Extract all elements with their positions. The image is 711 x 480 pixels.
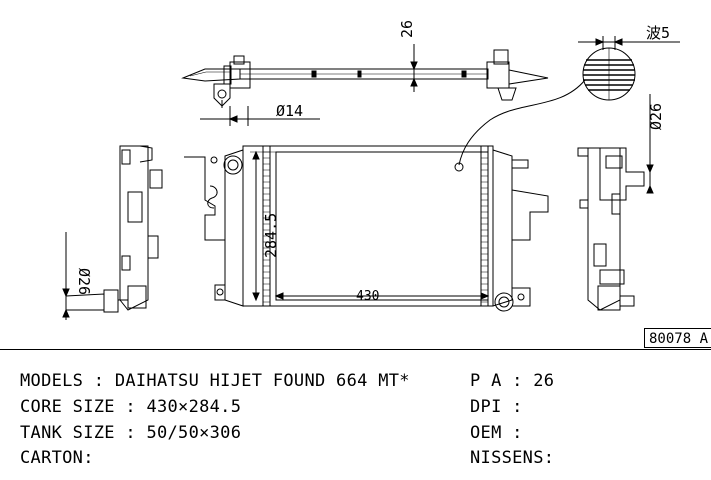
spec-models-sep: : <box>83 371 115 391</box>
spec-tank-size: TANK SIZE : 50/50×306 <box>20 423 241 443</box>
spec-dpi-label: DPI <box>470 397 502 417</box>
part-number: 80078 A <box>644 328 711 348</box>
spec-pa-sep: : <box>501 371 534 391</box>
spec-core-size: CORE SIZE : 430×284.5 <box>20 397 241 417</box>
spec-oem: OEM : <box>470 423 523 443</box>
spec-pa: P A : 26 <box>470 371 554 391</box>
dim-fin: 波5 <box>646 24 670 42</box>
dim-right-pipe: Ø26 <box>647 103 665 130</box>
spec-core-size-value: 430×284.5 <box>146 397 242 417</box>
dim-top-inlet: 26 <box>398 20 416 38</box>
dim-core-height: 284.5 <box>262 213 280 258</box>
spec-models-value: DAIHATSU HIJET FOUND 664 MT* <box>114 371 410 391</box>
spec-carton: CARTON: <box>20 448 94 468</box>
dim-core-width: 430 <box>356 289 379 304</box>
dim-left-pipe: Ø26 <box>75 268 93 295</box>
spec-pa-value: 26 <box>533 371 555 391</box>
spec-oem-label: OEM <box>470 423 502 443</box>
spec-carton-sep: : <box>83 448 94 468</box>
spec-tank-size-label: TANK SIZE <box>20 423 115 443</box>
spec-dpi-sep: : <box>501 397 523 417</box>
spec-nissens: NISSENS: <box>470 448 554 468</box>
spec-carton-label: CARTON <box>20 448 84 468</box>
spec-divider <box>0 349 711 350</box>
spec-nissens-sep: : <box>543 448 555 468</box>
radiator-technical-drawing: 26 Ø14 波5 Ø26 Ø26 284.5 430 <box>62 20 680 320</box>
spec-pa-label: P A <box>470 371 502 391</box>
right-side-view <box>577 94 654 311</box>
spec-models: MODELS : DAIHATSU HIJET FOUND 664 MT* <box>20 371 410 391</box>
spec-dpi: DPI : <box>470 397 523 417</box>
spec-oem-sep: : <box>501 423 523 443</box>
spec-core-size-sep: : <box>114 397 147 417</box>
spec-nissens-label: NISSENS <box>470 448 544 468</box>
dim-top-pipe: Ø14 <box>276 102 303 120</box>
spec-models-label: MODELS <box>20 371 84 391</box>
front-view <box>184 145 549 312</box>
left-side-view <box>62 145 163 320</box>
fin-detail <box>454 36 680 172</box>
spec-core-size-label: CORE SIZE <box>20 397 115 417</box>
spec-tank-size-value: 50/50×306 <box>146 423 242 443</box>
spec-tank-size-sep: : <box>114 423 147 443</box>
top-view <box>181 44 549 126</box>
